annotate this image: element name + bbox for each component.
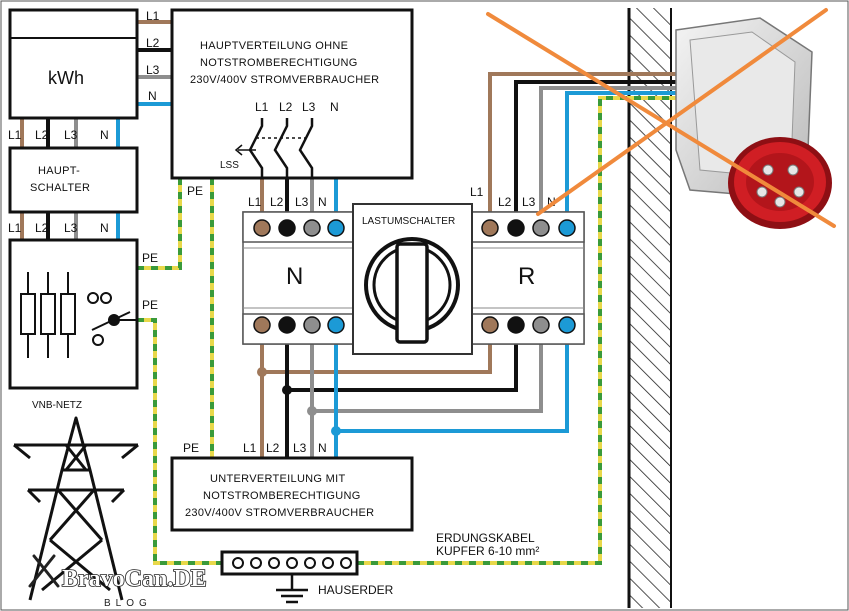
main-switch-top-l1: L1 <box>8 128 22 142</box>
switch-right-label: R <box>518 263 535 290</box>
cee-plug-icon <box>675 17 832 229</box>
crossed-out-icon <box>486 8 836 228</box>
terminals <box>253 219 576 334</box>
transfer-switch: L1 L2 L3 N L1 L2 L3 N N R LASTUMSCHALTER <box>242 185 585 355</box>
switch-right-l1: L1 <box>470 185 484 199</box>
generator-feed-wires <box>488 72 680 228</box>
main-switch-line2: SCHALTER <box>30 182 90 194</box>
switch-right-n: N <box>547 195 556 209</box>
rotary-knob-icon <box>364 237 460 344</box>
main-dist-pe: PE <box>187 184 203 198</box>
wall <box>627 8 672 608</box>
switch-left-l1: L1 <box>248 195 262 209</box>
power-pylon-icon <box>13 416 139 601</box>
switch-right-l3: L3 <box>522 195 536 209</box>
main-dist-phase-l1: L1 <box>255 100 269 114</box>
earth-label: HAUSERDER <box>318 583 394 597</box>
sub-dist-line3: 230V/400V STROMVERBRAUCHER <box>185 507 374 519</box>
sub-dist-phase-n: N <box>318 441 327 455</box>
sub-dist-pe: PE <box>183 441 199 455</box>
main-switch-top-n: N <box>100 128 109 142</box>
watermark-logo: BravoCan.DE BLOG <box>28 554 207 609</box>
grid-label: VNB-NETZ <box>32 400 82 411</box>
switch-right-l2: L2 <box>498 195 512 209</box>
switch-title: LASTUMSCHALTER <box>362 216 455 227</box>
switch-left-l3: L3 <box>295 195 309 209</box>
main-switch-line1: HAUPT- <box>38 165 80 177</box>
grid-connection-box: PE PE VNB-NETZ <box>8 238 158 411</box>
junction-dots <box>257 367 341 436</box>
main-switch-top-l2: L2 <box>35 128 49 142</box>
sub-dist-phase-l2: L2 <box>266 441 280 455</box>
meter-phase-l1: L1 <box>146 9 160 23</box>
breaker-label: LSS <box>220 160 239 171</box>
switch-left-l2: L2 <box>270 195 284 209</box>
ground-symbol-icon <box>276 574 308 604</box>
sub-dist-line1: UNTERVERTEILUNG MIT <box>210 473 345 485</box>
switch-left-n: N <box>318 195 327 209</box>
meter-wiring <box>20 20 172 240</box>
ground-cable-line1: ERDUNGSKABEL <box>436 531 535 545</box>
pe-wires <box>137 96 680 565</box>
main-switch-top-l3: L3 <box>64 128 78 142</box>
earth-bar: HAUSERDER <box>220 550 394 604</box>
meter-label: kWh <box>48 68 84 88</box>
main-dist-phase-l3: L3 <box>302 100 316 114</box>
main-switch-bottom-l1: L1 <box>8 221 22 235</box>
main-switch-bottom-l2: L2 <box>35 221 49 235</box>
grounding-switch-icon <box>87 292 137 346</box>
sub-distribution-board: PE L1 L2 L3 N UNTERVERTEILUNG MIT NOTSTR… <box>170 441 414 532</box>
grid-pe-mid: PE <box>142 298 158 312</box>
main-dist-line1: HAUPTVERTEILUNG OHNE <box>200 40 348 52</box>
meter-phase-l2: L2 <box>146 36 160 50</box>
main-dist-line2: NOTSTROMBERECHTIGUNG <box>200 57 358 69</box>
watermark-brand: BravoCan.DE <box>62 566 207 592</box>
main-dist-line3: 230V/400V STROMVERBRAUCHER <box>190 74 379 86</box>
main-switch: L1 L2 L3 N HAUPT- SCHALTER L1 L2 L3 N <box>8 128 139 235</box>
main-distribution-board: HAUPTVERTEILUNG OHNE NOTSTROMBERECHTIGUN… <box>170 8 414 198</box>
ground-cable-line2: KUPFER 6-10 mm² <box>436 544 539 558</box>
meter-phase-l3: L3 <box>146 63 160 77</box>
main-switch-bottom-l3: L3 <box>64 221 78 235</box>
main-dist-phase-n: N <box>330 100 339 114</box>
grid-pe-top: PE <box>142 251 158 265</box>
breaker-switch-icon <box>234 118 314 178</box>
sub-dist-line2: NOTSTROMBERECHTIGUNG <box>203 490 361 502</box>
fuse-icon <box>20 272 76 358</box>
sub-dist-phase-l3: L3 <box>293 441 307 455</box>
watermark-sub: BLOG <box>104 598 152 609</box>
tools-icon <box>28 554 60 588</box>
main-switch-bottom-n: N <box>100 221 109 235</box>
main-dist-phase-l2: L2 <box>279 100 293 114</box>
kwh-meter: kWh L1 L2 L3 N <box>8 8 160 120</box>
meter-phase-n: N <box>148 89 157 103</box>
sub-dist-phase-l1: L1 <box>243 441 257 455</box>
switch-left-label: N <box>286 263 303 290</box>
